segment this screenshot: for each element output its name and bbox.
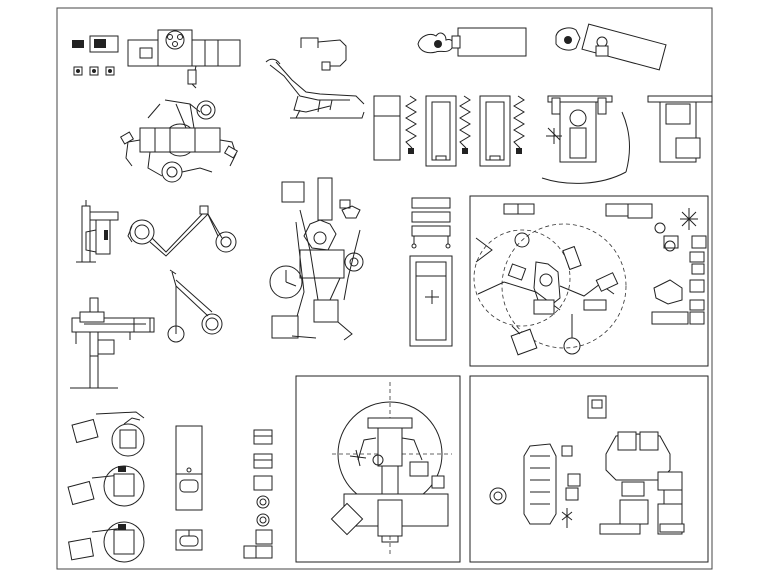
xray-tubehead-side-views xyxy=(70,297,155,389)
dental-chair-side-view xyxy=(265,37,365,119)
articulated-xray-arm xyxy=(127,205,237,257)
wall-cabinet-and-sink xyxy=(175,425,203,551)
instrument-cart xyxy=(411,197,451,249)
treatment-room-layout-3 xyxy=(469,375,709,563)
panoramic-xray-unit-side xyxy=(76,200,119,263)
examination-table-top-view xyxy=(409,255,453,347)
dental-chair-top-view-b xyxy=(541,95,713,184)
treatment-room-layout-2 xyxy=(295,375,461,563)
intraoral-camera-and-control-set xyxy=(72,35,119,76)
sheet-frame xyxy=(56,7,713,570)
dental-chair-plan-assembly xyxy=(269,177,364,341)
dental-delivery-unit-with-arms xyxy=(127,29,241,89)
dental-chair-top-view-a xyxy=(373,95,525,167)
mobile-light-stand xyxy=(167,269,223,343)
xray-and-chair-side-views xyxy=(67,411,145,563)
treatment-room-layout-1 xyxy=(469,195,709,367)
stools-and-lamps-column xyxy=(243,429,273,559)
operating-light-top xyxy=(119,99,239,183)
hygienist-tray-set xyxy=(417,23,667,71)
